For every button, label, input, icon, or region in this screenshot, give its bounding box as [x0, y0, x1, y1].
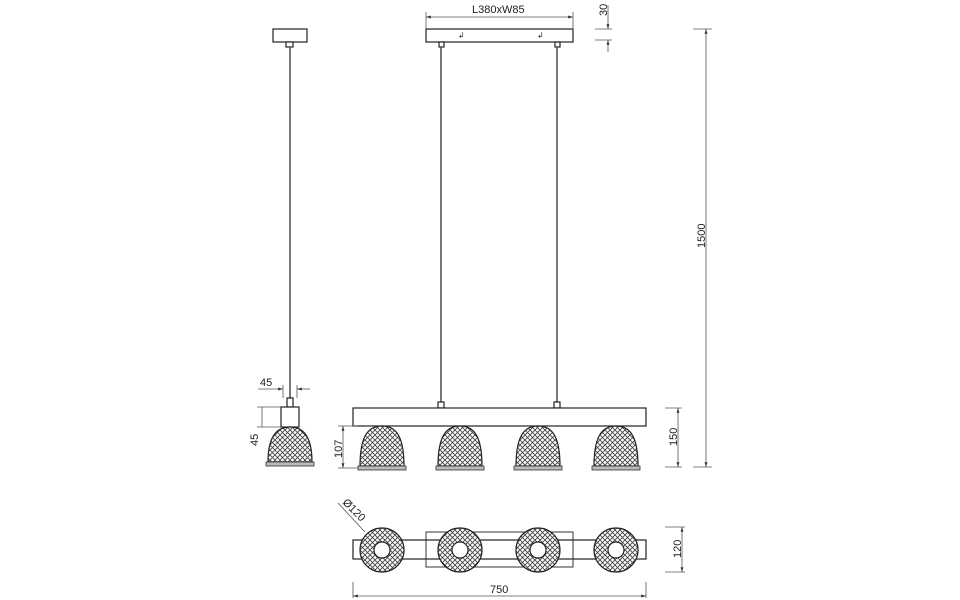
- dim-socket-width: 45: [260, 377, 272, 389]
- light-bar: [352, 407, 647, 427]
- dim-shade-height: 107: [333, 440, 345, 458]
- front-shades: [357, 425, 641, 471]
- dim-canopy-height: 30: [598, 4, 610, 16]
- top-canopy-outline: [425, 531, 574, 568]
- top-view: Ø120 120 750: [337, 497, 685, 598]
- side-view: 45 45: [249, 28, 315, 467]
- side-socket: [280, 406, 300, 428]
- side-socket-top: [286, 397, 294, 408]
- top-shades: [359, 527, 639, 573]
- canopy: [425, 28, 574, 43]
- side-shade: [267, 426, 313, 463]
- dim-top-depth: 120: [672, 540, 684, 558]
- dim-bar-height: 150: [668, 428, 680, 446]
- front-view: ↲ ↲ L380xW85 30: [333, 4, 712, 471]
- svg-text:↲: ↲: [537, 31, 544, 40]
- dim-total-height: 1500: [696, 224, 708, 248]
- side-shade-rim: [265, 461, 315, 467]
- side-canopy-connector: [285, 41, 294, 48]
- dim-socket-height: 45: [249, 434, 261, 446]
- side-canopy: [272, 28, 308, 43]
- svg-text:↲: ↲: [458, 31, 465, 40]
- dim-canopy-size: L380xW85: [472, 4, 525, 16]
- dim-total-length: 750: [490, 584, 508, 596]
